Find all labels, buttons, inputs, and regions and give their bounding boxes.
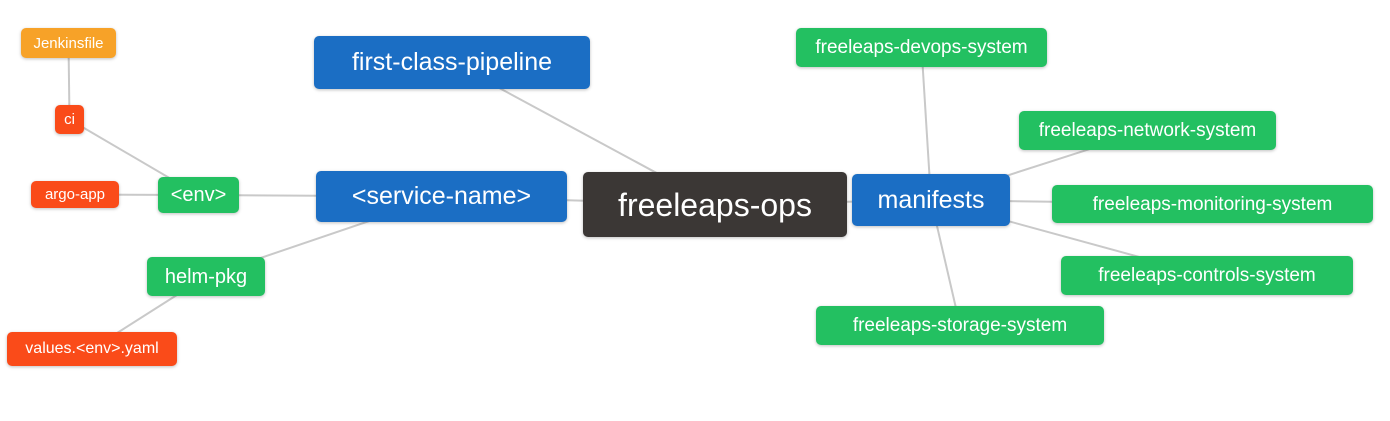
node-devops-system[interactable]: freeleaps-devops-system bbox=[796, 28, 1047, 67]
node-env[interactable]: <env> bbox=[158, 177, 239, 213]
node-storage-system[interactable]: freeleaps-storage-system bbox=[816, 306, 1104, 345]
node-network-system[interactable]: freeleaps-network-system bbox=[1019, 111, 1276, 150]
node-freeleaps-ops[interactable]: freeleaps-ops bbox=[583, 172, 847, 237]
node-controls-system[interactable]: freeleaps-controls-system bbox=[1061, 256, 1353, 295]
node-manifests[interactable]: manifests bbox=[852, 174, 1010, 226]
node-jenkinsfile[interactable]: Jenkinsfile bbox=[21, 28, 116, 58]
node-ci[interactable]: ci bbox=[55, 105, 84, 134]
node-values-env-yaml[interactable]: values.<env>.yaml bbox=[7, 332, 177, 366]
node-argo-app[interactable]: argo-app bbox=[31, 181, 119, 208]
node-helm-pkg[interactable]: helm-pkg bbox=[147, 257, 265, 296]
node-first-class-pipeline[interactable]: first-class-pipeline bbox=[314, 36, 590, 89]
node-monitoring-system[interactable]: freeleaps-monitoring-system bbox=[1052, 185, 1373, 223]
node-service-name[interactable]: <service-name> bbox=[316, 171, 567, 222]
